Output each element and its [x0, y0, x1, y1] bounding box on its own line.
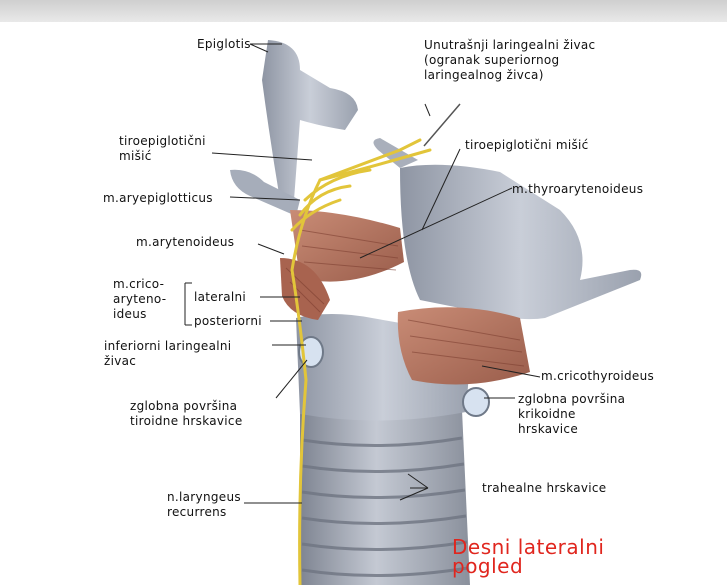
view-caption: Desni lateralni pogled [452, 538, 604, 576]
label-cricoarytenoideus: m.crico- aryteno- ideus [113, 277, 166, 322]
label-thyroid-articular-surface: zglobna površina tiroidne hrskavice [130, 399, 243, 429]
label-inferior-laryngeal-nerve: inferiorni laringealni živac [104, 339, 231, 369]
label-cricoid-articular-surface: zglobna površina krikoidne hrskavice [518, 392, 625, 437]
label-arytenoideus: m.arytenoideus [136, 235, 234, 250]
nerve-cut-end [424, 104, 460, 146]
label-recurrent-laryngeal-nerve: n.laryngeus recurrens [167, 490, 241, 520]
label-thyroepiglottic-muscle-left: tiroepiglotični mišić [119, 134, 206, 164]
cricothyroid-muscle [398, 307, 530, 384]
label-epiglotis: Epiglotis [197, 37, 251, 52]
label-cricothyroideus: m.cricothyroideus [541, 369, 654, 384]
label-thyroepiglottic-muscle-right: tiroepiglotični mišić [465, 138, 589, 153]
label-internal-laryngeal-nerve: Unutrašnji laringealni živac (ogranak su… [424, 38, 595, 83]
cricoid-facet [463, 388, 489, 416]
label-posteriorni: posteriorni [194, 314, 262, 329]
label-thyroarytenoideus: m.thyroarytenoideus [512, 182, 643, 197]
label-lateralni: lateralni [194, 290, 246, 305]
label-aryepiglotticus: m.aryepiglotticus [103, 191, 213, 206]
label-tracheal-cartilages: trahealne hrskavice [482, 481, 606, 496]
